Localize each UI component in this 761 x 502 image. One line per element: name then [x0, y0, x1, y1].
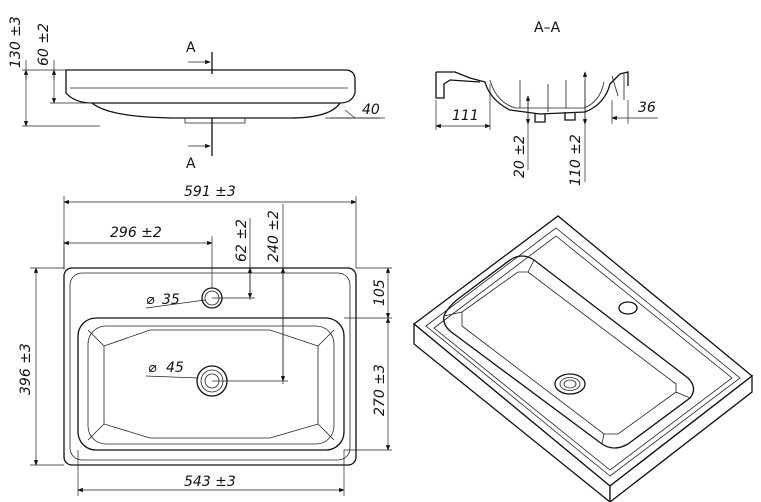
dim-section-left: 111: [452, 108, 479, 124]
side-view: 130 ±3 60 ±2 40 A A: [8, 16, 385, 172]
iso-view: [412, 215, 754, 502]
dim-width-total: 591 ±3: [184, 184, 236, 200]
section-mark-top: A: [186, 40, 196, 56]
dim-tap-offset-x: 296 ±2: [110, 225, 162, 241]
dim-bowl-length: 270 ±3: [372, 364, 388, 416]
dim-bowl-depth: 110 ±2: [568, 134, 584, 186]
iso-tap-hole: [618, 301, 638, 315]
dim-height-total: 130 ±3: [8, 16, 24, 68]
dim-overhang: 40: [362, 102, 380, 118]
section-label: A–A: [534, 20, 561, 36]
dim-width-bottom: 543 ±3: [184, 474, 236, 490]
dim-drain-hole: 45: [166, 360, 184, 376]
dim-section-right: 36: [638, 100, 656, 116]
dim-depth-total: 396 ±3: [18, 343, 34, 395]
section-mark-bottom: A: [186, 156, 196, 172]
dim-tap-offset-y: 62 ±2: [234, 219, 250, 262]
diameter-symbol-drain: ⌀: [148, 360, 157, 376]
section-view: A–A 111 36 20 ±2 110 ±2: [435, 20, 658, 186]
dim-ledge: 105: [372, 279, 388, 306]
iso-drain: [554, 373, 586, 395]
dim-drain-offset-y: 240 ±2: [266, 210, 282, 262]
dim-height-rim: 60 ±2: [36, 23, 52, 66]
diameter-symbol-tap: ⌀: [146, 292, 155, 308]
dim-tap-hole: 35: [162, 292, 180, 308]
dim-drain-depth: 20 ±2: [512, 135, 528, 178]
plan-view: 591 ±3 296 ±2 62 ±2 240 ±2 396 ±3 105 27…: [18, 184, 392, 496]
